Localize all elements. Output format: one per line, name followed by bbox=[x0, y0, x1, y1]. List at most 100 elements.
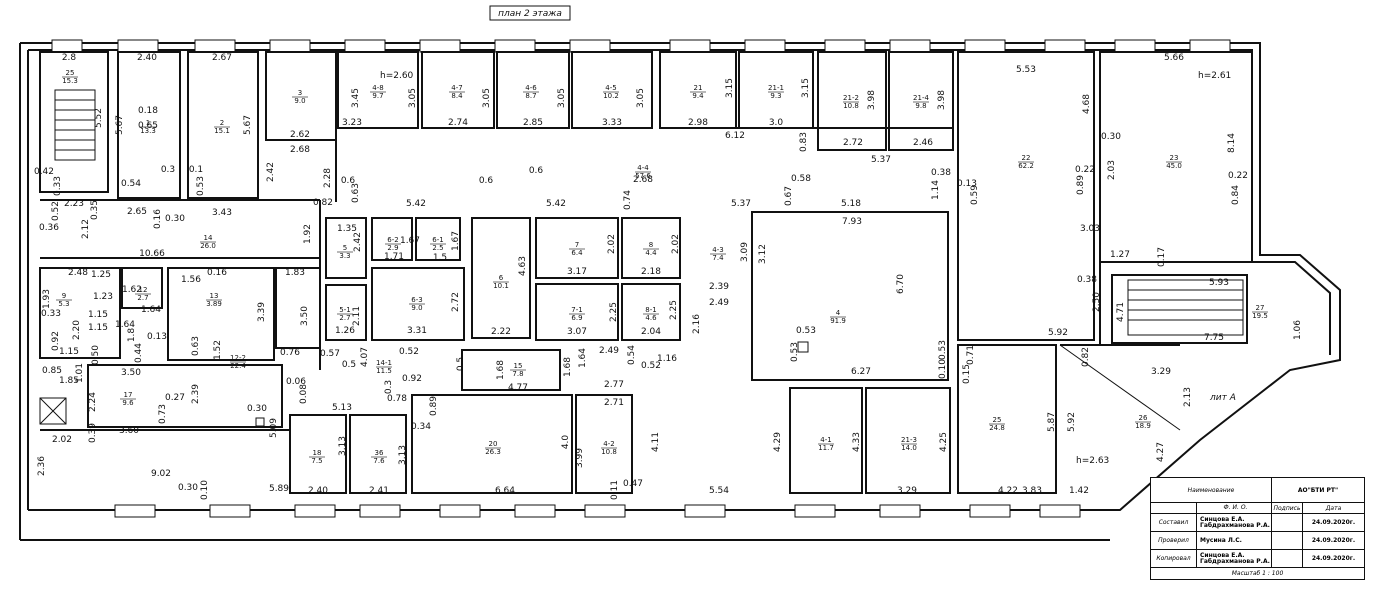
dimension-value: 4.27 bbox=[1156, 442, 1166, 462]
dimension-value: 5.37 bbox=[731, 199, 751, 209]
dimension-value: 0.82 bbox=[1081, 347, 1091, 367]
room-number: 6-3 bbox=[411, 296, 422, 304]
dimension-value: 6.27 bbox=[851, 367, 871, 377]
room-number: 7-1 bbox=[571, 306, 582, 314]
dimension-value: 2.71 bbox=[604, 398, 624, 408]
room-number: 21-2 bbox=[843, 94, 859, 102]
dimension-value: 4.68 bbox=[1082, 94, 1092, 114]
room-area: 4.6 bbox=[645, 314, 657, 322]
dimension-value: 5.87 bbox=[1047, 412, 1057, 432]
dimension-value: 3.31 bbox=[407, 326, 427, 336]
room-area: 9.0 bbox=[294, 97, 305, 105]
dimension-value: 10.66 bbox=[139, 249, 165, 259]
dimension-value: 0.16 bbox=[207, 268, 227, 278]
dimension-value: 0.15 bbox=[962, 364, 972, 384]
dimension-value: 3.45 bbox=[351, 88, 361, 108]
room-number: 4-8 bbox=[372, 84, 383, 92]
room-number: 13 bbox=[210, 292, 219, 300]
dimension-value: 1.62 bbox=[122, 285, 142, 295]
dimension-value: 0.22 bbox=[1228, 171, 1248, 181]
dimension-value: 1.68 bbox=[563, 357, 573, 377]
dimension-value: 1.93 bbox=[42, 289, 52, 309]
dimension-value: 3.07 bbox=[567, 327, 587, 337]
dimension-value: 7.93 bbox=[842, 217, 862, 227]
dimension-value: 5.67 bbox=[115, 115, 125, 135]
room-number: 21-4 bbox=[913, 94, 929, 102]
room-number: 21-3 bbox=[901, 436, 917, 444]
dimension-value: 6.64 bbox=[495, 486, 515, 496]
dimension-value: 1.5 bbox=[433, 253, 447, 263]
stamp-row: Составил Синцова Е.А. Габдрахманова Р.А.… bbox=[1151, 514, 1364, 532]
dimension-value: 0.83 bbox=[799, 132, 809, 152]
dimension-value: 0.67 bbox=[784, 186, 794, 206]
dimension-value: 0.38 bbox=[931, 168, 951, 178]
dimension-value: 3.60 bbox=[119, 426, 139, 436]
dimension-value: 3.03 bbox=[1080, 224, 1100, 234]
dimension-value: 4.33 bbox=[852, 432, 862, 452]
dimension-value: 1.52 bbox=[213, 340, 223, 360]
dimension-value: 3.13 bbox=[398, 445, 408, 465]
room-number: 4-7 bbox=[451, 84, 462, 92]
role-label: Составил bbox=[1151, 514, 1197, 531]
dimension-value: 2.03 bbox=[1107, 160, 1117, 180]
dimension-value: 2.28 bbox=[323, 168, 333, 188]
room-number: 6 bbox=[499, 274, 504, 282]
room-area: 19.5 bbox=[1252, 312, 1268, 320]
dimension-value: 4.22 bbox=[998, 486, 1018, 496]
dimension-value: 1.64 bbox=[115, 320, 135, 330]
dimension-value: 1.85 bbox=[59, 376, 79, 386]
dimension-value: 2.72 bbox=[451, 292, 461, 312]
sign-label: Подпись bbox=[1272, 503, 1303, 513]
stamp-row: Копировал Синцова Е.А. Габдрахманова Р.А… bbox=[1151, 550, 1364, 568]
room-number: 3 bbox=[298, 89, 302, 97]
dimension-value: 0.30 bbox=[1101, 132, 1121, 142]
dimension-value: 9.02 bbox=[151, 469, 171, 479]
dimension-value: 6.70 bbox=[896, 274, 906, 294]
room-number: 4-2 bbox=[603, 440, 614, 448]
room-area: 15.3 bbox=[62, 77, 78, 85]
dimension-value: 0.47 bbox=[623, 479, 643, 489]
dimension-value: 1.64 bbox=[141, 305, 161, 315]
dimension-value: 1.15 bbox=[88, 323, 108, 333]
dimension-value: 0.42 bbox=[34, 167, 54, 177]
dimension-value: 3.0 bbox=[769, 118, 784, 128]
room-area: 10.8 bbox=[843, 102, 859, 110]
room-number: 5 bbox=[343, 244, 347, 252]
room-area: 91.9 bbox=[830, 317, 846, 325]
height-label: h=2.63 bbox=[1076, 456, 1109, 466]
room-area: 3.3 bbox=[339, 252, 350, 260]
room-area: 4.4 bbox=[645, 249, 657, 257]
dimension-value: 0.3 bbox=[161, 165, 175, 175]
room-number: 36 bbox=[375, 449, 384, 457]
dimension-value: 2.02 bbox=[671, 234, 681, 254]
dimension-value: 0.11 bbox=[610, 480, 620, 500]
dimension-value: 2.98 bbox=[688, 118, 708, 128]
room-area: 5.3 bbox=[58, 300, 69, 308]
room-number: 4 bbox=[836, 309, 841, 317]
dimension-value: 1.06 bbox=[1293, 320, 1303, 340]
role-label: Копировал bbox=[1151, 550, 1197, 567]
dimension-value: 8.14 bbox=[1227, 133, 1237, 153]
dimension-value: 5.52 bbox=[94, 108, 104, 128]
dimension-value: 0.74 bbox=[623, 190, 633, 210]
dimension-value: 4.11 bbox=[651, 432, 661, 452]
dimension-value: 1.64 bbox=[578, 348, 588, 368]
dimension-value: 5.92 bbox=[1048, 328, 1068, 338]
dimension-value: 4.25 bbox=[939, 432, 949, 452]
dimension-value: 1.23 bbox=[93, 292, 113, 302]
dimension-value: 3.13 bbox=[338, 436, 348, 456]
room-number: 26 bbox=[1139, 414, 1148, 422]
room-number: 17 bbox=[124, 391, 133, 399]
room-number: 12-2 bbox=[230, 354, 246, 362]
dimension-value: 3.33 bbox=[602, 118, 622, 128]
dimension-value: 0.33 bbox=[53, 176, 63, 196]
dimension-value: 3.15 bbox=[801, 78, 811, 98]
dimension-value: 2.39 bbox=[191, 384, 201, 404]
room-number: 21 bbox=[694, 84, 703, 92]
room-number: 4-6 bbox=[525, 84, 537, 92]
dimension-value: 2.74 bbox=[448, 118, 468, 128]
dimension-value: 2.68 bbox=[290, 145, 310, 155]
dimension-value: 0.6 bbox=[479, 176, 494, 186]
